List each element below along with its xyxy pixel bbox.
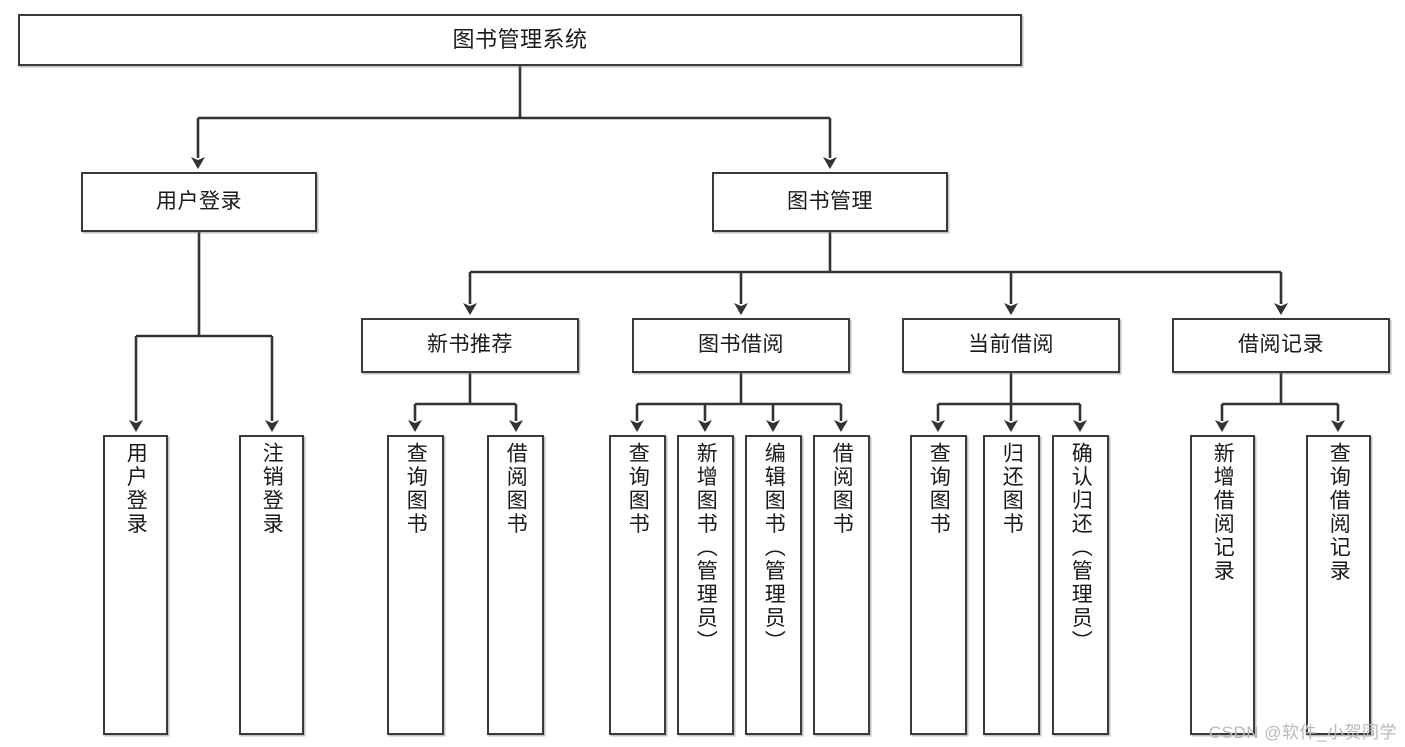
node-current-borrow[interactable]: 当前借阅 [902, 318, 1120, 373]
node-leaf-query-book-3-label: 查询图书 [927, 442, 951, 536]
node-leaf-query-book-2[interactable]: 查询图书 [609, 435, 666, 735]
node-leaf-confirm-return-label: 确认归还（管理员） [1069, 442, 1093, 654]
node-borrow-record[interactable]: 借阅记录 [1172, 318, 1390, 373]
node-leaf-borrow-book-1[interactable]: 借阅图书 [487, 435, 544, 735]
node-leaf-user-login[interactable]: 用户登录 [103, 435, 168, 735]
node-leaf-return-book[interactable]: 归还图书 [983, 435, 1040, 735]
node-new-book-rec[interactable]: 新书推荐 [361, 318, 579, 373]
node-leaf-add-record[interactable]: 新增借阅记录 [1190, 435, 1255, 735]
node-leaf-add-record-label: 新增借阅记录 [1211, 442, 1235, 583]
node-new-book-rec-label: 新书推荐 [427, 333, 513, 357]
node-book-manage-label: 图书管理 [787, 189, 873, 213]
node-borrow-record-label: 借阅记录 [1238, 333, 1324, 357]
node-current-borrow-label: 当前借阅 [968, 333, 1054, 357]
node-root[interactable]: 图书管理系统 [18, 14, 1022, 66]
node-book-borrow-label: 图书借阅 [698, 333, 784, 357]
node-leaf-query-book-2-label: 查询图书 [626, 442, 650, 536]
node-book-manage[interactable]: 图书管理 [712, 172, 948, 232]
node-leaf-return-book-label: 归还图书 [1000, 442, 1024, 536]
csdn-watermark: CSDN @软件_小贺同学 [1208, 723, 1397, 742]
node-leaf-edit-book-label: 编辑图书（管理员） [762, 442, 786, 654]
node-book-borrow[interactable]: 图书借阅 [632, 318, 850, 373]
node-root-label: 图书管理系统 [452, 27, 588, 53]
node-user-login-label: 用户登录 [156, 189, 242, 213]
node-leaf-logout[interactable]: 注销登录 [239, 435, 304, 735]
node-leaf-query-record-label: 查询借阅记录 [1327, 442, 1351, 583]
node-leaf-borrow-book-1-label: 借阅图书 [504, 442, 528, 536]
node-leaf-confirm-return[interactable]: 确认归还（管理员） [1052, 435, 1109, 735]
node-leaf-edit-book[interactable]: 编辑图书（管理员） [745, 435, 802, 735]
node-user-login[interactable]: 用户登录 [81, 172, 317, 232]
node-leaf-query-book-3[interactable]: 查询图书 [910, 435, 967, 735]
node-leaf-logout-label: 注销登录 [260, 442, 284, 536]
node-leaf-query-record[interactable]: 查询借阅记录 [1306, 435, 1371, 735]
node-leaf-query-book-1[interactable]: 查询图书 [387, 435, 444, 735]
node-leaf-borrow-book-2-label: 借阅图书 [830, 442, 854, 536]
node-leaf-add-book-label: 新增图书（管理员） [694, 442, 718, 654]
node-leaf-borrow-book-2[interactable]: 借阅图书 [813, 435, 870, 735]
node-leaf-query-book-1-label: 查询图书 [404, 442, 428, 536]
node-leaf-add-book[interactable]: 新增图书（管理员） [677, 435, 734, 735]
node-leaf-user-login-label: 用户登录 [124, 442, 148, 536]
